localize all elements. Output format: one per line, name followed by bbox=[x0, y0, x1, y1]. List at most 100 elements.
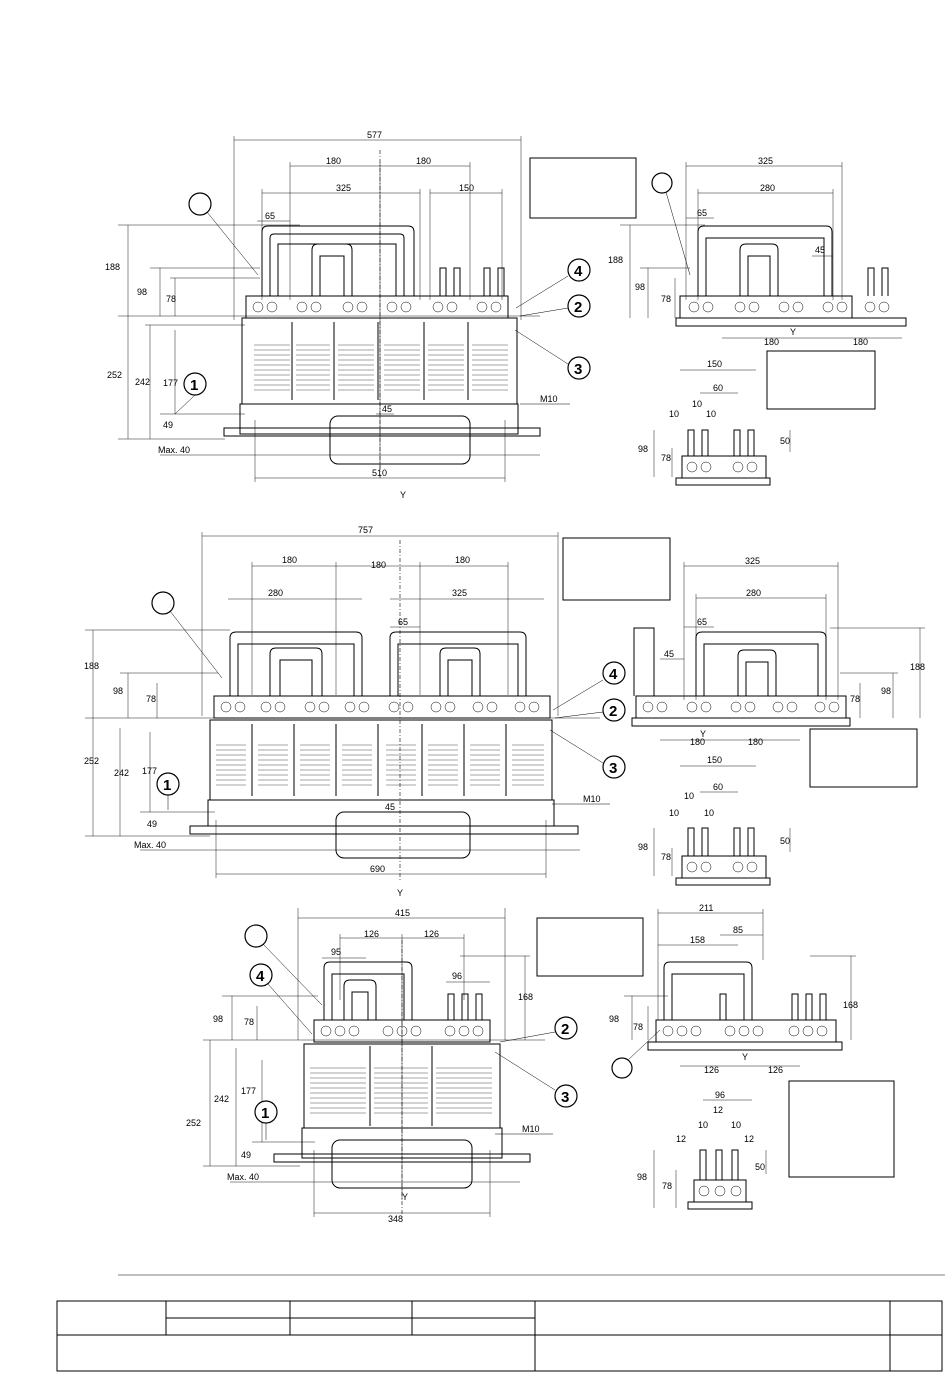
side-dim-w158: 158 bbox=[690, 935, 705, 945]
detail-dim-t12a: 12 bbox=[713, 1105, 723, 1115]
axis-y-label: Y bbox=[400, 490, 406, 500]
callout-2-label: 2 bbox=[561, 1021, 569, 1038]
dim-h98: 98 bbox=[137, 287, 147, 297]
side-dim-p2: 180 bbox=[853, 337, 868, 347]
detail-dim-t10b: 10 bbox=[669, 409, 679, 419]
detail-dim-t10a: 10 bbox=[684, 791, 694, 801]
callout-4 bbox=[567, 258, 591, 282]
side-dim-offset: 65 bbox=[697, 617, 707, 627]
callout-4 bbox=[249, 963, 273, 987]
dim-pitch-b: 180 bbox=[416, 156, 431, 166]
side-dim-p1: 180 bbox=[690, 737, 705, 747]
dim-base: 348 bbox=[388, 1214, 403, 1224]
bolt-label: M10 bbox=[522, 1124, 540, 1134]
callout-4-label: 4 bbox=[574, 263, 583, 280]
callout-blank-circle bbox=[151, 591, 175, 615]
dim-term: 96 bbox=[452, 971, 462, 981]
detail-dim-w60: 60 bbox=[713, 782, 723, 792]
dim-overall: 757 bbox=[358, 525, 373, 535]
dim-offset: 65 bbox=[265, 211, 275, 221]
detail-dim-t12b: 12 bbox=[676, 1134, 686, 1144]
blank-label-box bbox=[529, 157, 637, 219]
side-dim-p2: 126 bbox=[768, 1065, 783, 1075]
dim-overall: 415 bbox=[395, 908, 410, 918]
side-dim-h98: 98 bbox=[635, 282, 645, 292]
detail-dim-w150: 150 bbox=[707, 755, 722, 765]
dim-base: 510 bbox=[372, 468, 387, 478]
dim-base: 690 bbox=[370, 864, 385, 874]
side-dim-p1: 180 bbox=[764, 337, 779, 347]
side-dim-h188: 188 bbox=[608, 255, 623, 265]
blank-label-box bbox=[562, 537, 671, 601]
callout-2 bbox=[602, 698, 626, 722]
dim-h242: 242 bbox=[114, 768, 129, 778]
callout-2 bbox=[554, 1016, 578, 1040]
detail-label-box bbox=[766, 350, 876, 410]
dim-h177: 177 bbox=[142, 766, 157, 776]
side-dim-h168: 168 bbox=[843, 1000, 858, 1010]
side-dim-h78: 78 bbox=[661, 294, 671, 304]
bottom-front-view: 415 126 126 95 96 168 98 78 252 242 177 … bbox=[186, 908, 644, 1224]
dim-p2: 126 bbox=[424, 929, 439, 939]
detail-dim-h50: 50 bbox=[755, 1162, 765, 1172]
top-terminal-detail: 150 60 10 10 10 50 98 78 bbox=[638, 350, 876, 486]
bottom-terminal-detail: 96 12 10 10 12 12 50 98 78 bbox=[637, 1090, 767, 1210]
dim-bus: 325 bbox=[336, 183, 351, 193]
dim-h188: 188 bbox=[84, 661, 99, 671]
dim-h49: 49 bbox=[241, 1150, 251, 1160]
dim-offset: 65 bbox=[398, 617, 408, 627]
side-dim-h188: 188 bbox=[910, 662, 925, 672]
detail-dim-t10b: 10 bbox=[731, 1120, 741, 1130]
dim-h78: 78 bbox=[166, 294, 176, 304]
side-dim-inner: 280 bbox=[746, 588, 761, 598]
side-dim-p1: 126 bbox=[704, 1065, 719, 1075]
detail-dim-t10c: 10 bbox=[706, 409, 716, 419]
side-callout-blank bbox=[611, 1057, 633, 1079]
dim-max: Max. 40 bbox=[134, 840, 166, 850]
top-front-view: 577 180 180 325 150 65 188 98 78 252 242 bbox=[105, 130, 637, 500]
dim-h242: 242 bbox=[135, 377, 150, 387]
dim-overall: 577 bbox=[367, 130, 382, 140]
side-dim-w211: 211 bbox=[699, 903, 713, 913]
dim-bus: 95 bbox=[331, 947, 341, 957]
axis-y-label: Y bbox=[402, 1192, 408, 1202]
dim-p1: 180 bbox=[282, 555, 297, 565]
detail-dim-t10a: 10 bbox=[698, 1120, 708, 1130]
dim-h177: 177 bbox=[163, 378, 178, 388]
bolt-label: M10 bbox=[540, 394, 558, 404]
callout-3 bbox=[602, 755, 626, 779]
dim-h168: 168 bbox=[518, 992, 533, 1002]
detail-dim-h78: 78 bbox=[661, 453, 671, 463]
callout-1-label: 1 bbox=[261, 1105, 269, 1122]
dim-h252: 252 bbox=[84, 756, 99, 766]
dim-h188: 188 bbox=[105, 262, 120, 272]
detail-dim-h98: 98 bbox=[638, 842, 648, 852]
title-block bbox=[56, 1274, 945, 1372]
side-dim-offset: 65 bbox=[697, 208, 707, 218]
side-dim-h98: 98 bbox=[609, 1014, 619, 1024]
side-dim-p2: 180 bbox=[748, 737, 763, 747]
callout-1-label: 1 bbox=[163, 777, 171, 794]
side-dim-h98: 98 bbox=[881, 686, 891, 696]
dim-h98: 98 bbox=[113, 686, 123, 696]
callout-3-label: 3 bbox=[574, 361, 582, 378]
dim-h252: 252 bbox=[186, 1118, 201, 1128]
callout-blank-circle bbox=[244, 924, 268, 948]
detail-dim-h78: 78 bbox=[661, 852, 671, 862]
dim-bus-a: 280 bbox=[268, 588, 283, 598]
detail-dim-h50: 50 bbox=[780, 436, 790, 446]
dim-h98: 98 bbox=[213, 1014, 223, 1024]
detail-dim-h98: 98 bbox=[637, 1172, 647, 1182]
dim-h177: 177 bbox=[241, 1086, 256, 1096]
dim-max: Max. 40 bbox=[227, 1172, 259, 1182]
dim-max: Max. 40 bbox=[158, 445, 190, 455]
detail-dim-w60: 60 bbox=[713, 383, 723, 393]
dim-gap45: 45 bbox=[382, 404, 392, 414]
dim-h49: 49 bbox=[163, 420, 173, 430]
dim-h252: 252 bbox=[107, 370, 122, 380]
detail-dim-h50: 50 bbox=[780, 836, 790, 846]
dim-h49: 49 bbox=[147, 819, 157, 829]
callout-3-label: 3 bbox=[561, 1089, 569, 1106]
side-dim-bus: 325 bbox=[758, 156, 773, 166]
dim-h78: 78 bbox=[146, 694, 156, 704]
